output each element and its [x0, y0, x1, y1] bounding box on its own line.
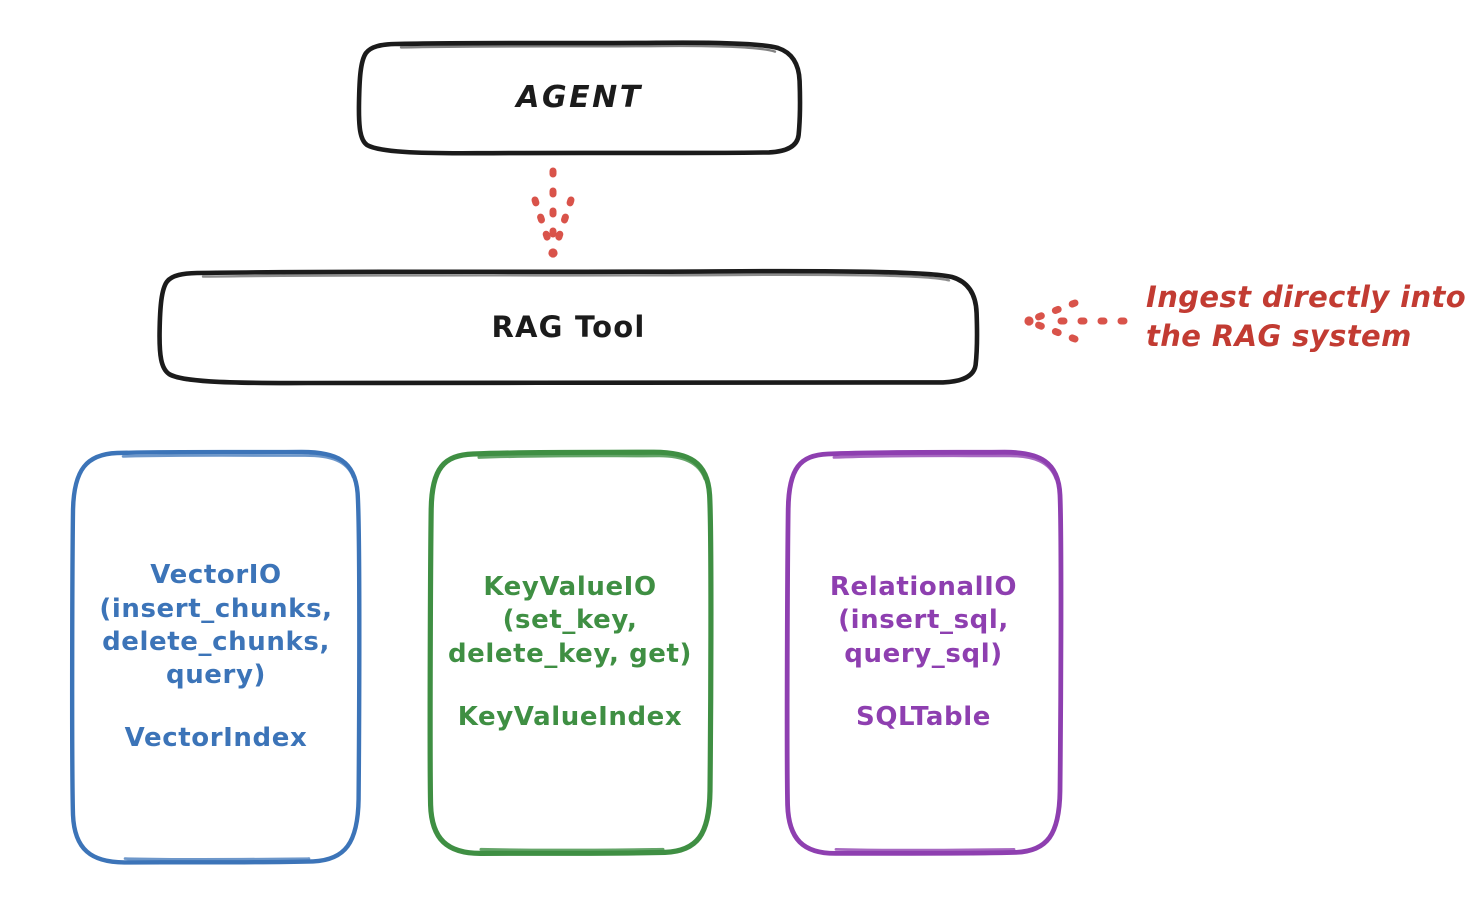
vector-io-secondary-label: VectorIndex — [124, 723, 308, 754]
key-value-io-secondary-label: KeyValueIndex — [457, 701, 683, 732]
relational-io-primary-label: RelationalIO (insert_sql, query_sql) — [829, 571, 1018, 669]
node-vector-io[interactable]: VectorIO (insert_chunks, delete_chunks, … — [69, 449, 363, 866]
relational-io-secondary-label: SQLTable — [856, 701, 991, 732]
connector-ingest-into-rag-tool — [1024, 299, 1128, 343]
agent-label: AGENT — [516, 80, 643, 115]
node-rag-tool[interactable]: RAG Tool — [157, 268, 980, 386]
annotation-ingest-note: Ingest directly into the RAG system — [1146, 280, 1467, 353]
vector-io-primary-label: VectorIO (insert_chunks, delete_chunks, … — [99, 560, 333, 691]
node-key-value-io[interactable]: KeyValueIO (set_key, delete_key, get) Ke… — [427, 449, 714, 857]
node-relational-io[interactable]: RelationalIO (insert_sql, query_sql) SQL… — [784, 449, 1064, 856]
connector-agent-to-rag-tool — [531, 167, 575, 258]
key-value-io-primary-label: KeyValueIO (set_key, delete_key, get) — [447, 571, 693, 669]
node-agent[interactable]: AGENT — [356, 40, 803, 156]
rag-tool-label: RAG Tool — [491, 309, 646, 344]
